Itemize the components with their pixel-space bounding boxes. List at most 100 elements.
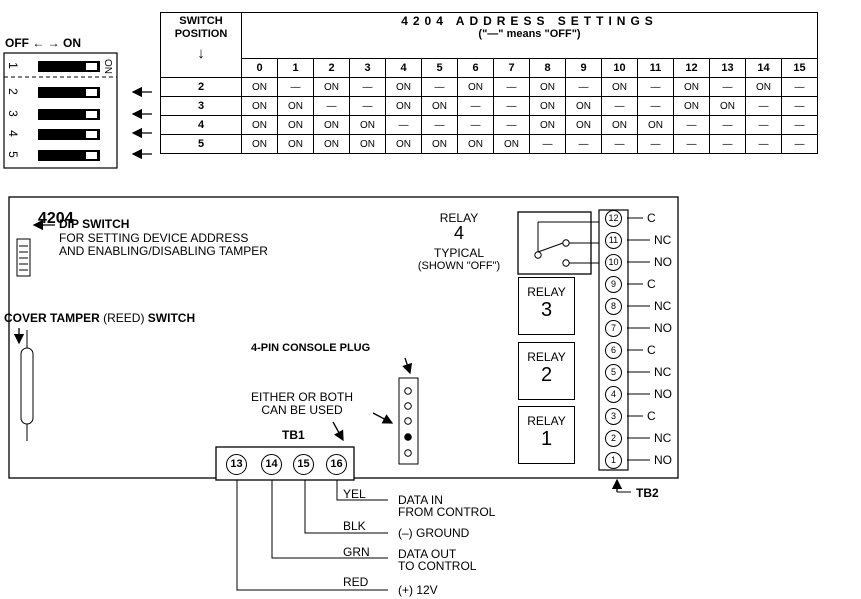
setting-cell: —	[565, 77, 602, 97]
wire-desc-red-1: (+) 12V	[398, 583, 438, 597]
wire-blk	[304, 480, 388, 534]
address-col-header: 9	[565, 58, 602, 78]
tb2-terminal-10[interactable]: 10	[605, 254, 622, 271]
setting-cell: —	[745, 115, 782, 135]
wire-grn	[271, 480, 388, 559]
table-title: 4204 ADDRESS SETTINGS	[401, 14, 658, 28]
dip-switch-desc-2: AND ENABLING/DISABLING TAMPER	[59, 244, 268, 258]
wire-desc-blk-1: (–) GROUND	[398, 526, 470, 540]
relay-note-2: 4	[453, 223, 464, 243]
dip-toggle	[86, 89, 97, 96]
dip-switch-5[interactable]: 5	[6, 146, 116, 164]
setting-cell: —	[709, 134, 746, 154]
relay-label: RELAY	[527, 285, 566, 299]
tb2-terminal-label: NC	[654, 233, 672, 247]
either-label-2: CAN BE USED	[261, 403, 343, 417]
wire-desc-grn-2: TO CONTROL	[398, 559, 477, 573]
tb2-terminal-4[interactable]: 4	[605, 386, 622, 403]
tb1-terminal-14[interactable]: 14	[261, 454, 282, 475]
either-label-1: EITHER OR BOTH	[250, 390, 353, 404]
tb2-terminal-12[interactable]: 12	[605, 210, 622, 227]
setting-cell: —	[421, 115, 458, 135]
tb1-terminal-15[interactable]: 15	[293, 454, 314, 475]
tb2-terminal-6[interactable]: 6	[605, 342, 622, 359]
switch-text: SWITCH	[147, 311, 196, 325]
switch-position-cell: 5	[160, 134, 242, 154]
relay-label: RELAY	[527, 350, 566, 364]
address-col-header: 1	[277, 58, 314, 78]
tb2-terminal-1[interactable]: 1	[605, 452, 622, 469]
tb2-terminal-label: NO	[654, 255, 672, 269]
dip-switch-1[interactable]: 1 ON	[6, 57, 116, 75]
tb2-terminal-3[interactable]: 3	[605, 408, 622, 425]
switch-position-header: SWITCH POSITION ↓	[160, 12, 242, 78]
setting-cell: —	[637, 77, 674, 97]
dip-switch-4[interactable]: 4	[6, 125, 116, 143]
tb2-terminal-2[interactable]: 2	[605, 430, 622, 447]
tb1-terminal-16[interactable]: 16	[326, 454, 347, 475]
address-col-header: 6	[457, 58, 494, 78]
tb2-terminal-label: NO	[654, 453, 672, 467]
switch-position-cell: 2	[160, 77, 242, 97]
dip-block-outline	[3, 52, 118, 169]
setting-cell: —	[601, 96, 638, 116]
setting-cell: ON	[457, 134, 494, 154]
setting-cell: ON	[277, 96, 314, 116]
console-plug-arrow	[402, 357, 413, 375]
dip-number: 1	[5, 62, 20, 69]
tb2-terminal-7[interactable]: 7	[605, 320, 622, 337]
setting-cell: ON	[241, 134, 278, 154]
tb2-terminal-11[interactable]: 11	[605, 232, 622, 249]
tb2-terminal-5[interactable]: 5	[605, 364, 622, 381]
setting-cell: ON	[637, 115, 674, 135]
dip-switch-label: DIP SWITCH	[59, 217, 130, 231]
relay-3: RELAY 3	[518, 277, 575, 335]
setting-cell: ON	[385, 77, 422, 97]
setting-cell: ON	[709, 96, 746, 116]
setting-cell: ON	[673, 96, 710, 116]
address-col-header: 3	[349, 58, 386, 78]
wire-red	[236, 480, 388, 591]
tb2-terminal-label: NC	[654, 299, 672, 313]
tb2-terminal-label: NC	[654, 365, 672, 379]
setting-cell: ON	[565, 115, 602, 135]
setting-cell: ON	[565, 96, 602, 116]
setting-cell: ON	[529, 96, 566, 116]
tb2-terminal-9[interactable]: 9	[605, 276, 622, 293]
tb1-terminal-13[interactable]: 13	[226, 454, 247, 475]
tb2-terminal-label: NO	[654, 321, 672, 335]
setting-cell: —	[709, 115, 746, 135]
tb2-terminal-8[interactable]: 8	[605, 298, 622, 315]
setting-cell: ON	[241, 96, 278, 116]
setting-cell: ON	[493, 134, 530, 154]
cover-tamper-label: COVER TAMPER (REED) SWITCH	[4, 312, 195, 325]
dip-switch-3[interactable]: 3	[6, 105, 116, 123]
reed-switch	[20, 347, 34, 425]
address-col-header: 11	[637, 58, 674, 78]
setting-cell: ON	[421, 96, 458, 116]
setting-cell: —	[493, 77, 530, 97]
dip-toggle	[86, 131, 97, 138]
off-on-label: OFF ← → ON	[5, 36, 81, 50]
dip-switch-2[interactable]: 2	[6, 83, 116, 101]
dip-switch-desc-1: FOR SETTING DEVICE ADDRESS	[59, 231, 249, 245]
setting-cell: ON	[457, 77, 494, 97]
setting-cell: —	[781, 77, 818, 97]
setting-cell: —	[601, 134, 638, 154]
switch-position-text: SWITCH POSITION	[174, 15, 228, 40]
down-arrow-icon: ↓	[197, 45, 205, 62]
address-col-header: 10	[601, 58, 638, 78]
setting-cell: —	[781, 115, 818, 135]
setting-cell: —	[709, 77, 746, 97]
relay-number: 3	[540, 299, 553, 321]
tb2-terminal-label: NO	[654, 387, 672, 401]
setting-cell: —	[313, 96, 350, 116]
setting-cell: ON	[241, 77, 278, 97]
setting-cell: —	[529, 134, 566, 154]
dip-toggle	[86, 111, 97, 118]
address-col-header: 8	[529, 58, 566, 78]
